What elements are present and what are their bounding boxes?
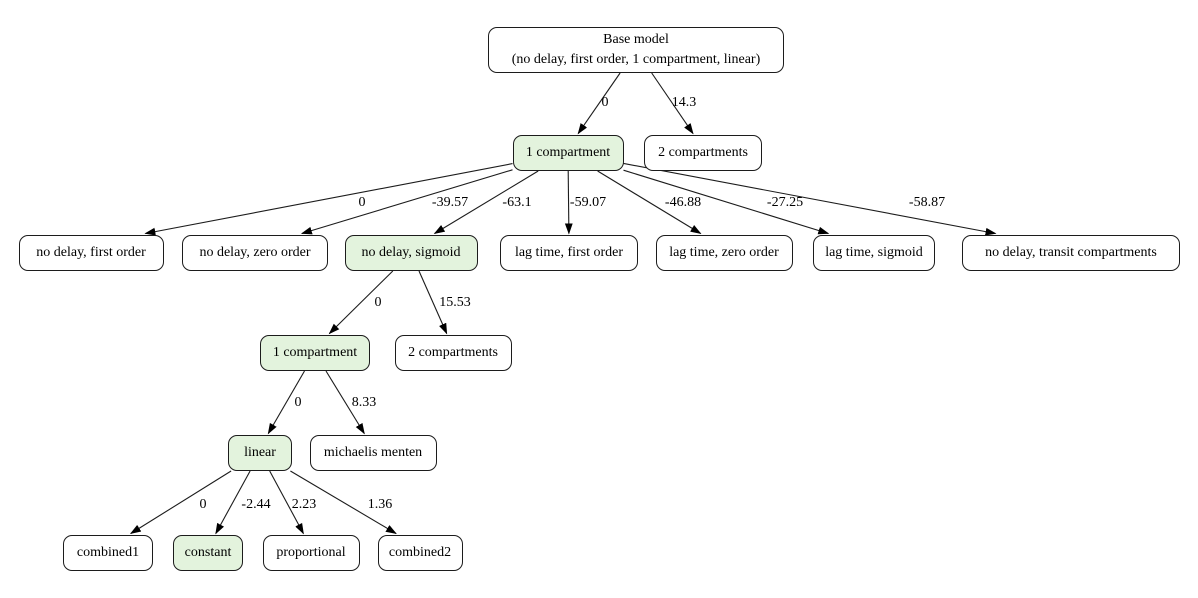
tree-edge-1-compartment-to-lag-time-zero-order — [597, 170, 702, 235]
tree-edge-1-compartment-to-no-delay-transit-compartments — [623, 162, 997, 236]
tree-node-lag-time-first-order: lag time, first order — [500, 235, 638, 271]
edge-label: 0 — [375, 295, 382, 310]
tree-node-base-model: Base model (no delay, first order, 1 comp… — [488, 27, 784, 73]
edge-label: -39.57 — [432, 195, 468, 210]
tree-edge-linear-to-combined2 — [290, 470, 397, 535]
node-label: 2 compartments — [658, 144, 748, 160]
tree-edge-1-compartment-to-no-delay-first-order — [144, 163, 513, 236]
edge-label: 0 — [602, 95, 609, 110]
tree-edge-no-delay-sigmoid-to-2-compartments-2 — [418, 270, 448, 335]
node-label: Base model — [603, 31, 669, 47]
tree-node-lag-time-zero-order: lag time, zero order — [655, 235, 793, 271]
node-label: proportional — [276, 544, 346, 560]
edge-label: 14.3 — [672, 95, 697, 110]
tree-edge-base-model-to-2-compartments — [651, 72, 694, 135]
tree-node-constant: constant — [173, 535, 243, 571]
tree-edge-no-delay-sigmoid-to-1-compartment-2 — [328, 270, 394, 335]
tree-edge-linear-to-combined1 — [129, 470, 232, 535]
tree-node-no-delay-zero-order: no delay, zero order — [182, 235, 328, 271]
edge-label: 0 — [359, 195, 366, 210]
node-label: 1 compartment — [525, 144, 611, 160]
tree-node-no-delay-transit-compartments: no delay, transit compartments — [962, 235, 1180, 271]
tree-edge-1-compartment-to-no-delay-sigmoid — [433, 170, 539, 235]
node-label: combined2 — [388, 544, 452, 560]
node-label: lag time, zero order — [669, 244, 779, 260]
tree-node-no-delay-sigmoid: no delay, sigmoid — [344, 235, 478, 271]
tree-node-no-delay-first-order: no delay, first order — [18, 235, 164, 271]
edge-label: 0 — [200, 497, 207, 512]
edge-label: 15.53 — [439, 295, 471, 310]
tree-edge-1-compartment-to-lag-time-sigmoid — [623, 169, 830, 235]
tree-node-michaelis-menten: michaelis menten — [309, 435, 437, 471]
node-label: lag time, first order — [514, 244, 624, 260]
tree-node-2-compartments: 2 compartments — [644, 135, 762, 171]
tree-node-1-compartment-2: 1 compartment — [260, 335, 370, 371]
node-label: linear — [244, 444, 276, 460]
node-label: no delay, transit compartments — [985, 244, 1157, 260]
tree-node-proportional: proportional — [262, 535, 360, 571]
tree-node-combined1: combined1 — [63, 535, 153, 571]
node-label: no delay, sigmoid — [361, 244, 461, 260]
edge-label: 1.36 — [368, 497, 393, 512]
edge-label: -58.87 — [909, 195, 945, 210]
node-label: 2 compartments — [408, 344, 498, 360]
tree-edge-1-compartment-to-no-delay-zero-order — [300, 169, 513, 235]
node-label: michaelis menten — [323, 444, 423, 460]
edge-label: -63.1 — [502, 195, 531, 210]
tree-edge-base-model-to-1-compartment — [577, 72, 621, 135]
edge-label: -27.25 — [767, 195, 803, 210]
tree-node-linear: linear — [228, 435, 292, 471]
tree-node-2-compartments-2: 2 compartments — [394, 335, 512, 371]
tree-node-1-compartment: 1 compartment — [512, 135, 624, 171]
edge-label: -2.44 — [241, 497, 270, 512]
node-label: no delay, zero order — [199, 244, 311, 260]
node-label: 1 compartment — [272, 344, 358, 360]
tree-node-lag-time-sigmoid: lag time, sigmoid — [813, 235, 935, 271]
edge-label: 8.33 — [352, 395, 377, 410]
node-label: lag time, sigmoid — [825, 244, 923, 260]
node-label: combined1 — [76, 544, 140, 560]
edge-label: -59.07 — [570, 195, 606, 210]
tree-node-combined2: combined2 — [377, 535, 463, 571]
tree-edge-1-compartment-to-lag-time-first-order — [564, 170, 573, 235]
node-label: (no delay, first order, 1 compartment, l… — [511, 52, 761, 67]
node-label: constant — [184, 544, 232, 560]
tree-edge-linear-to-constant — [215, 470, 251, 535]
edge-label: -46.88 — [665, 195, 701, 210]
node-label: no delay, first order — [36, 244, 146, 260]
tree-edge-linear-to-proportional — [269, 470, 304, 535]
edge-label: 2.23 — [292, 497, 317, 512]
tree-edge-1-compartment-2-to-linear — [267, 370, 305, 435]
tree-edge-1-compartment-2-to-michaelis-menten — [325, 370, 365, 435]
edge-label: 0 — [295, 395, 302, 410]
